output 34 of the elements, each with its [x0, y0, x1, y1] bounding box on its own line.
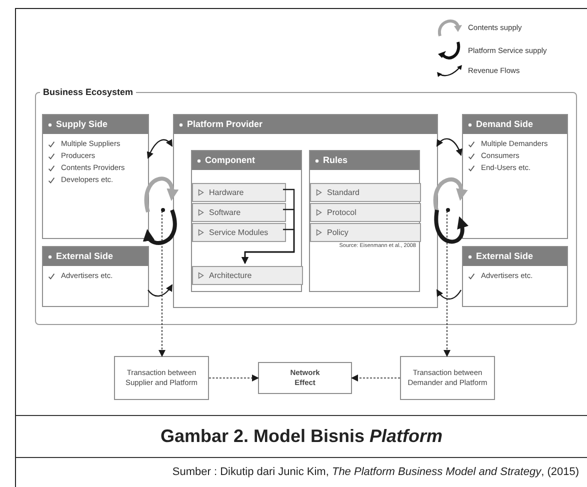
item-box — [310, 183, 421, 202]
item-box — [310, 203, 421, 222]
item-label: Standard — [327, 186, 360, 198]
item-label: Architecture — [209, 270, 252, 282]
process-box — [114, 356, 209, 400]
item-box — [192, 266, 303, 285]
item-box — [310, 223, 421, 242]
panel — [309, 150, 420, 292]
group-title: Business Ecosystem — [40, 86, 136, 98]
heading: External Side — [56, 250, 114, 263]
panel — [42, 114, 149, 239]
panel — [42, 246, 149, 307]
item-label: Policy — [327, 226, 348, 238]
source-caption: Sumber : Dikutip dari Junic Kim, The Platform Business Model and Strategy, (2015) — [172, 465, 579, 480]
panel — [462, 246, 568, 307]
heading: External Side — [476, 250, 534, 263]
item-label: Hardware — [209, 186, 244, 198]
item-box — [192, 203, 286, 222]
process-box — [400, 356, 495, 400]
item-box — [192, 223, 286, 242]
item-label: Service Modules — [209, 226, 268, 238]
heading: Component — [205, 154, 255, 167]
heading: Supply Side — [56, 118, 108, 131]
heading: Demand Side — [476, 118, 534, 131]
heading: Rules — [323, 154, 348, 167]
panel — [173, 114, 438, 308]
heading: Platform Provider — [187, 118, 263, 131]
panel — [191, 150, 302, 292]
figure-title: Gambar 2. Model Bisnis Platform — [160, 425, 443, 448]
item-label: Software — [209, 206, 241, 218]
process-box — [258, 362, 352, 394]
panel — [462, 114, 568, 239]
item-label: Protocol — [327, 206, 356, 218]
item-box — [192, 183, 286, 202]
